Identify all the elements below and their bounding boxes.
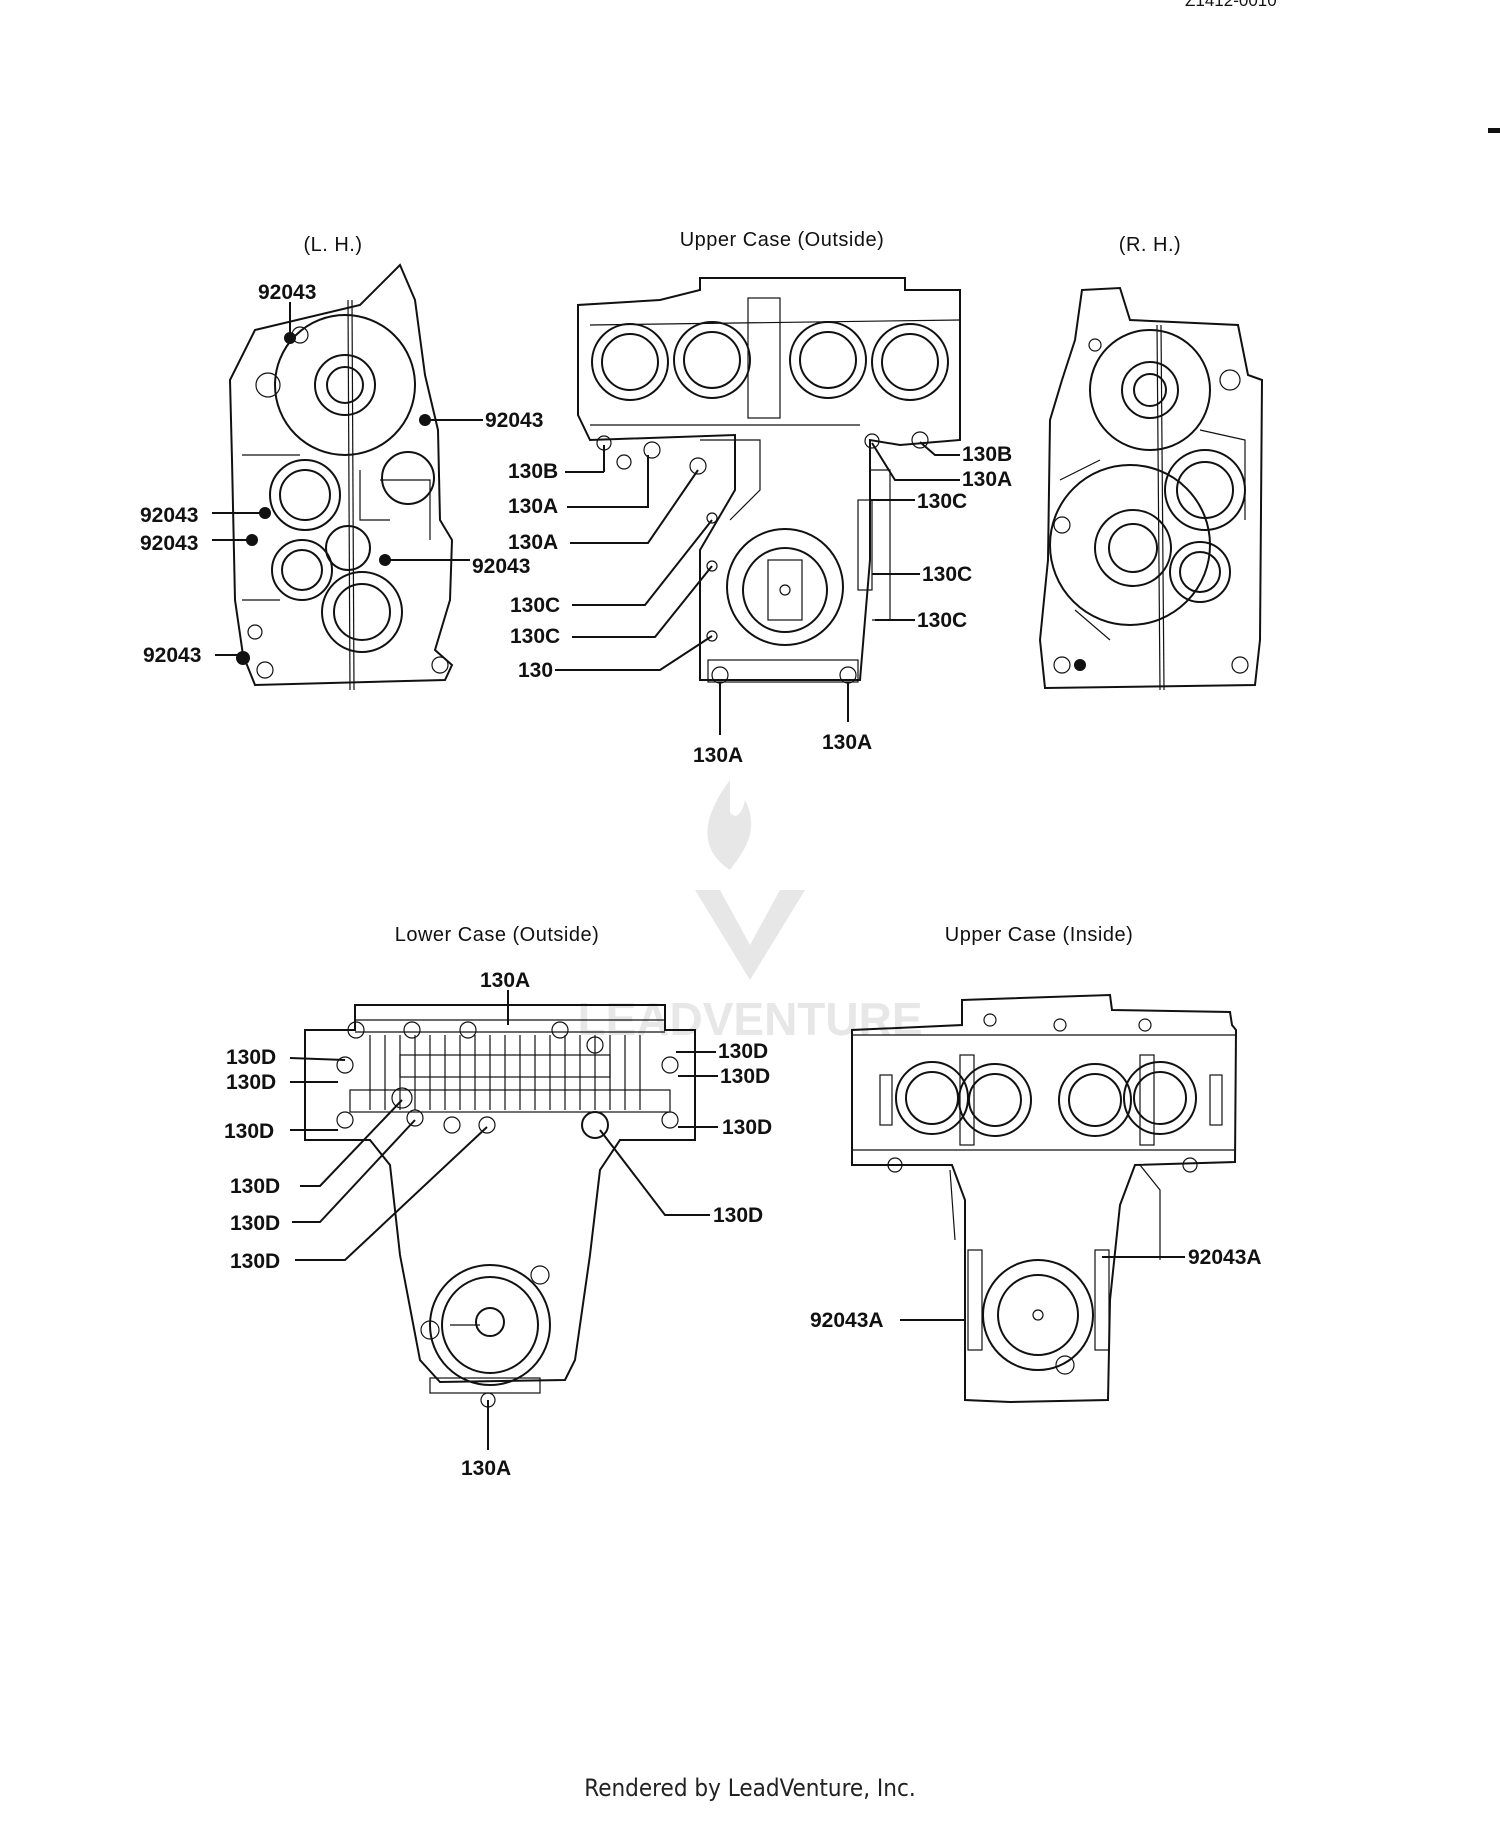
- callout-130d: 130D: [230, 1175, 280, 1198]
- edge-mark: [1488, 128, 1500, 133]
- callout-130d: 130D: [713, 1204, 763, 1227]
- callout-130b: 130B: [508, 460, 558, 483]
- callout-130d: 130D: [230, 1250, 280, 1273]
- title-rh: (R. H.): [1119, 234, 1181, 256]
- title-upper-outside: Upper Case (Outside): [680, 229, 885, 251]
- callout-130d: 130D: [226, 1071, 276, 1094]
- lh-callouts: 92043 92043 92043 92043 92043 92043: [140, 281, 543, 667]
- callout-130c: 130C: [922, 563, 972, 586]
- title-lh: (L. H.): [303, 234, 362, 256]
- callout-130d: 130D: [722, 1116, 772, 1139]
- header-code: Z1412-0010: [1185, 0, 1277, 10]
- callout-92043: 92043: [140, 504, 198, 527]
- callout-92043a: 92043A: [1188, 1246, 1262, 1269]
- lower-outside-callouts: 130A 130D 130D 130D 130D 130D 130D 130D …: [224, 969, 772, 1480]
- callout-130d: 130D: [224, 1120, 274, 1143]
- callout-92043: 92043: [472, 555, 530, 578]
- upper-inside-callouts: 92043A 92043A: [810, 1246, 1262, 1332]
- upper-inside-case-drawing: [851, 993, 1238, 1404]
- upper-inside-callout-lines: [900, 1256, 1185, 1321]
- callout-92043: 92043: [143, 644, 201, 667]
- callout-130c: 130C: [510, 594, 560, 617]
- callout-92043: 92043: [485, 409, 543, 432]
- callout-92043: 92043: [258, 281, 316, 304]
- watermark-text: LEADVENTURE: [577, 993, 922, 1045]
- callout-130c: 130C: [917, 490, 967, 513]
- callout-130a: 130A: [693, 744, 743, 767]
- callout-130d: 130D: [226, 1046, 276, 1069]
- callout-130c: 130C: [510, 625, 560, 648]
- title-upper-inside: Upper Case (Inside): [945, 924, 1133, 946]
- lower-outside-callout-lines: [289, 990, 718, 1450]
- callout-130a: 130A: [508, 495, 558, 518]
- callout-92043: 92043: [140, 532, 198, 555]
- lower-outside-case-drawing: [304, 1004, 696, 1408]
- upper-outside-callout-lines: [555, 441, 960, 735]
- callout-130c: 130C: [917, 609, 967, 632]
- callout-130d: 130D: [230, 1212, 280, 1235]
- lh-callout-lines: [212, 302, 483, 656]
- callout-130d: 130D: [720, 1065, 770, 1088]
- upper-outside-case-drawing: [577, 277, 961, 684]
- callout-130: 130: [518, 659, 553, 682]
- rh-case-drawing: [1038, 286, 1264, 691]
- callout-130a: 130A: [508, 531, 558, 554]
- callout-130a: 130A: [480, 969, 530, 992]
- watermark: LEADVENTURE: [577, 780, 923, 1045]
- callout-130d: 130D: [718, 1040, 768, 1063]
- callout-92043a: 92043A: [810, 1309, 884, 1332]
- upper-outside-callouts: 130B 130A 130A 130C 130C 130 130B 130A 1…: [508, 443, 1012, 767]
- callout-130a: 130A: [822, 731, 872, 754]
- lh-case-drawing: [228, 263, 454, 691]
- callout-130a: 130A: [461, 1457, 511, 1480]
- callout-130a: 130A: [962, 468, 1012, 491]
- footer-credit: Rendered by LeadVenture, Inc.: [584, 1774, 916, 1802]
- title-lower-outside: Lower Case (Outside): [395, 924, 600, 946]
- callout-130b: 130B: [962, 443, 1012, 466]
